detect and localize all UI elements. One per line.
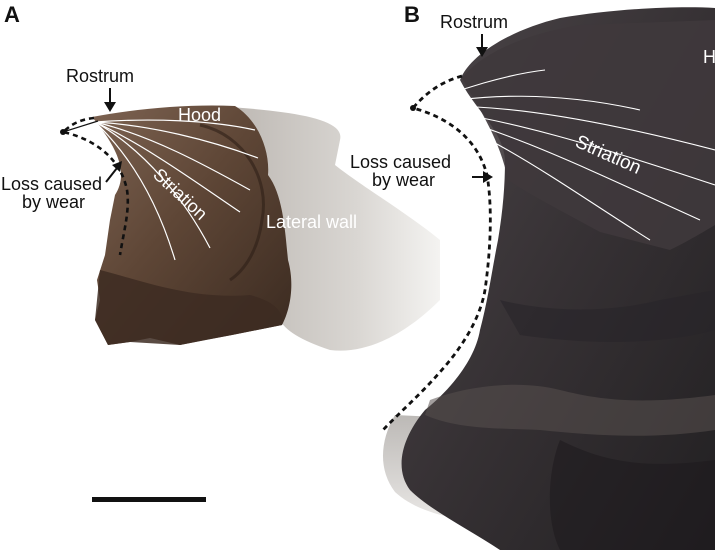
- panel-b-texture-2: [500, 290, 715, 342]
- panel-b-texture-3: [549, 440, 715, 550]
- panel-a-hood-label: Hood: [178, 105, 221, 125]
- panel-a-lateral-wall-label: Lateral wall: [266, 212, 357, 232]
- scale-bar: [92, 497, 206, 502]
- panel-a-rostrum-arrow: [104, 88, 116, 112]
- panel-b-rostrum-label: Rostrum: [440, 12, 508, 32]
- panel-a-fossil-lower: [95, 270, 283, 345]
- panel-a-loss-label-line1: Loss caused: [1, 174, 102, 194]
- panel-a-apex-line: [62, 120, 99, 133]
- panel-b-loss-label-line2: by wear: [372, 170, 435, 190]
- panel-b-hood-label-partial: H: [703, 47, 715, 67]
- panel-b-loss-label-line1: Loss caused: [350, 152, 451, 172]
- panel-b-loss-arrow: [472, 171, 493, 183]
- panel-a-loss-arrow: [105, 161, 122, 183]
- panel-a-striation-lines: [94, 119, 259, 261]
- panel-b-striation-lines: [413, 69, 715, 241]
- panel-a-loss-label-line2: by wear: [22, 192, 85, 212]
- panel-b-wear-dashed-outline: [381, 74, 492, 431]
- panel-a-rostrum-label: Rostrum: [66, 66, 134, 86]
- panel-b-hood-plate: [462, 20, 715, 250]
- panel-b-letter: B: [404, 2, 420, 27]
- panel-b-texture-1: [425, 384, 715, 436]
- panel-a-hood-ridge: [199, 123, 265, 282]
- panel-a-wear-dashed-outline: [60, 116, 130, 256]
- panel-a-letter: A: [4, 2, 20, 27]
- panel-b-apex-dot: [410, 105, 416, 111]
- panel-b-rostrum-arrow: [476, 34, 488, 57]
- panel-a: A Rostrum H: [1, 2, 440, 502]
- panel-b: B Rostrum H Striation Loss caused by wea…: [350, 2, 715, 550]
